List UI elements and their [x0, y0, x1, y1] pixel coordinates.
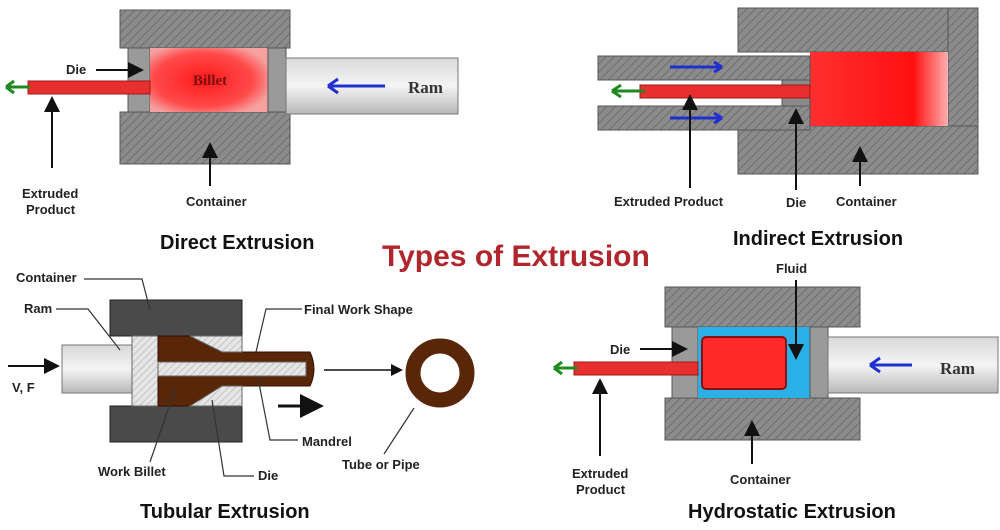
hydro-ram-arrow-icon — [869, 356, 912, 374]
tubular-die-bottom — [188, 385, 243, 407]
direct-die-label: Die — [66, 62, 86, 77]
tubular-container-label: Container — [16, 270, 77, 285]
tubular-mandrel — [157, 361, 307, 377]
direct-die-top — [127, 47, 151, 82]
hydro-container-label: Container — [730, 472, 791, 487]
hydro-ram — [827, 336, 999, 394]
indirect-flow-arrow-lower-icon — [670, 111, 723, 125]
direct-billet-label: Billet — [193, 73, 227, 89]
tubular-tube-label: Tube or Pipe — [342, 457, 420, 472]
hydrostatic-extrusion: Ram Fluid Die Extruded Product Container… — [553, 261, 999, 523]
hydro-container-top — [664, 286, 861, 328]
tubular-container-bottom — [109, 405, 243, 443]
direct-container-label: Container — [186, 194, 247, 209]
tubular-container-top — [109, 299, 243, 337]
hydro-fluid-label: Fluid — [776, 261, 807, 276]
indirect-ram-upper — [597, 55, 811, 81]
hydro-extruded-label-1: Extruded — [572, 466, 628, 481]
direct-title: Direct Extrusion — [160, 232, 314, 254]
indirect-product — [639, 84, 811, 99]
tubular-die-label: Die — [258, 468, 278, 483]
indirect-container-label: Container — [836, 194, 897, 209]
hydro-billet — [701, 336, 787, 390]
direct-container-top — [119, 9, 291, 49]
hydro-extruded-label-2: Product — [576, 482, 626, 497]
direct-ram-label: Ram — [408, 78, 443, 97]
direct-product-arrow-icon — [5, 79, 30, 95]
hydro-container-bottom — [664, 397, 861, 441]
indirect-flow-arrow-upper-icon — [670, 60, 723, 74]
tubular-title: Tubular Extrusion — [140, 501, 310, 523]
tubular-extrusion: V, F Container Ram Final Work Shape Mand… — [8, 270, 475, 523]
hydro-die-label: Die — [610, 342, 630, 357]
tubular-tube-cross-section — [405, 338, 475, 408]
tubular-die-top — [189, 335, 243, 353]
tubular-work-billet-label: Work Billet — [98, 464, 166, 479]
hydro-ram-head — [809, 326, 829, 399]
hydro-die-top — [671, 326, 699, 363]
indirect-extruded-label: Extruded Product — [614, 194, 724, 209]
indirect-title: Indirect Extrusion — [733, 228, 903, 250]
direct-billet — [150, 48, 268, 112]
tubular-ram-label: Ram — [24, 301, 52, 316]
direct-extruded-label-1: Extruded — [22, 186, 78, 201]
tubular-vf-label: V, F — [12, 380, 35, 395]
tubular-final-label: Final Work Shape — [304, 302, 413, 317]
direct-extruded-label-2: Product — [26, 202, 76, 217]
indirect-container-bottom — [737, 125, 979, 175]
direct-container-bottom — [119, 111, 291, 165]
hydro-ram-label: Ram — [940, 359, 975, 378]
direct-die-bottom — [127, 93, 151, 113]
tubular-ram — [61, 344, 139, 394]
hydro-title: Hydrostatic Extrusion — [688, 501, 896, 523]
indirect-billet — [810, 52, 948, 126]
direct-ram-arrow-icon — [327, 77, 385, 95]
indirect-product-arrow-icon — [611, 83, 645, 99]
hydro-die-bottom — [671, 374, 699, 399]
indirect-container-top — [737, 7, 979, 53]
main-title: Types of Extrusion — [382, 240, 650, 273]
indirect-die-label: Die — [786, 195, 806, 210]
indirect-extrusion: Extruded Product Die Container Indirect … — [597, 7, 979, 250]
direct-product — [27, 80, 151, 95]
hydro-product-arrow-icon — [553, 360, 578, 376]
tubular-ram-head — [131, 335, 159, 407]
direct-extrusion: Billet Ram Die Extruded Product Containe… — [5, 9, 459, 254]
tubular-mandrel-label: Mandrel — [302, 434, 352, 449]
direct-ram-head — [267, 47, 287, 113]
hydro-product — [573, 361, 699, 376]
